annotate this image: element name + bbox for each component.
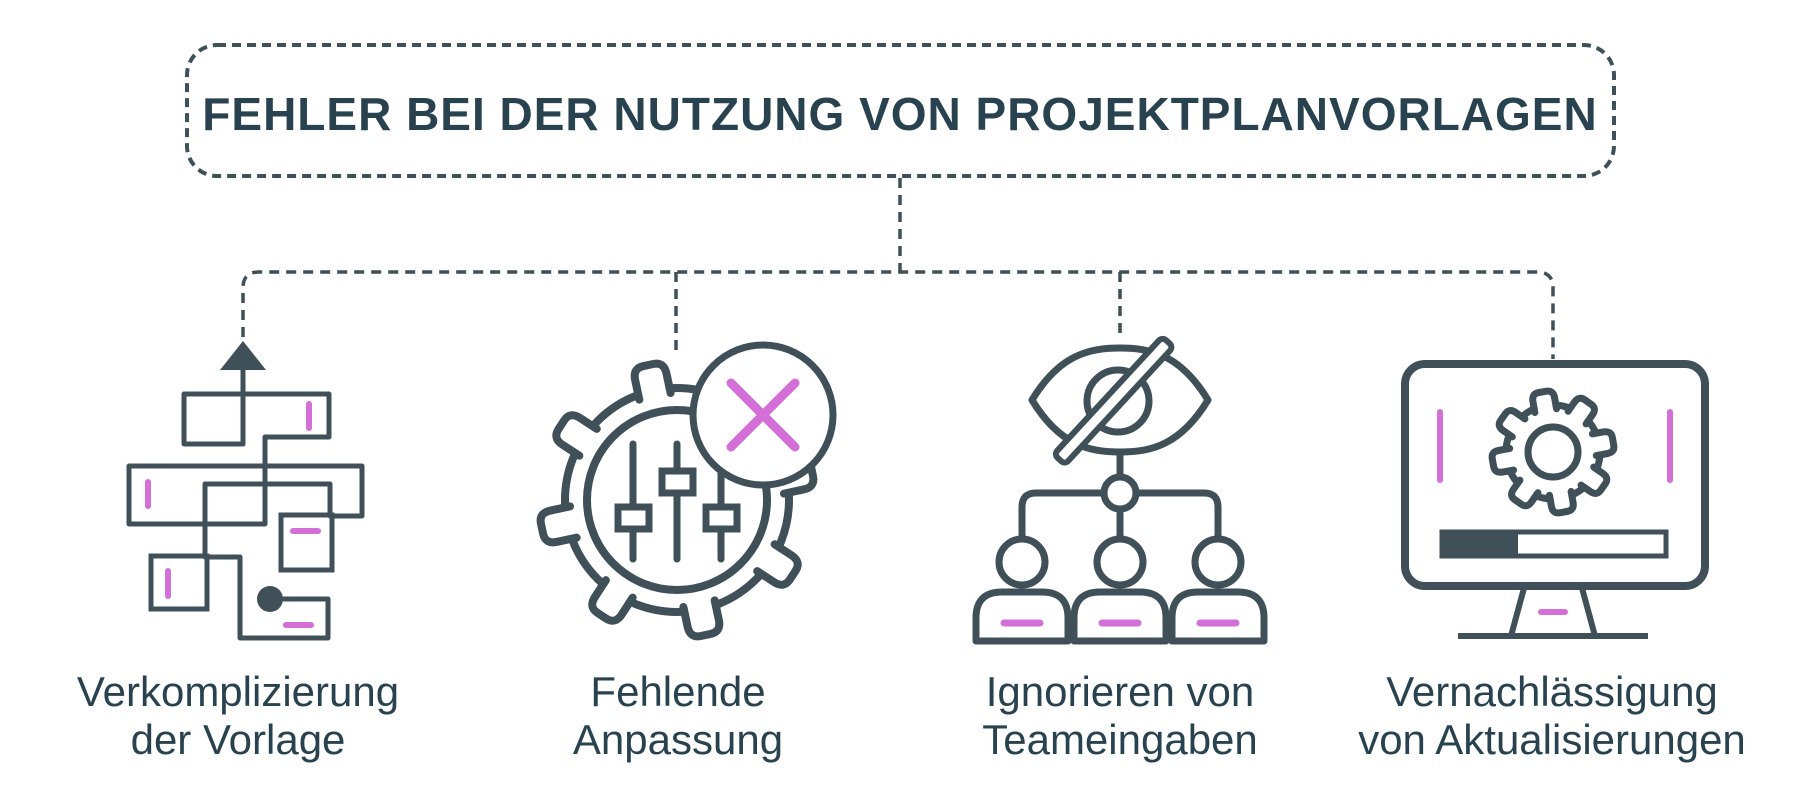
title-dashed-box: [185, 43, 1616, 178]
progress-fill: [1442, 532, 1518, 556]
sliders-icon: [614, 440, 741, 563]
x-mark-icon: [726, 378, 800, 452]
maze-accent-ticks: [145, 401, 321, 628]
gear-body: [561, 384, 793, 616]
monitor-update-gear-icon: [1401, 360, 1709, 639]
slider-knob: [614, 503, 653, 533]
person-head: [1191, 535, 1245, 589]
hidden-eye-team-icon: [972, 335, 1268, 645]
flowchart-maze-icon: [126, 341, 365, 641]
label-line: Vernachlässigung: [1386, 668, 1718, 715]
label-line: Fehlende: [590, 668, 766, 715]
label-line: Anpassung: [572, 716, 784, 763]
gear-teeth: [1488, 387, 1618, 517]
item-label-fehlende-anpassung: Fehlende Anpassung: [573, 668, 783, 764]
maze-path-a: [181, 391, 332, 527]
progress-bar: [1439, 529, 1669, 559]
person-body: [1168, 588, 1268, 645]
maze-box-1: [278, 512, 335, 573]
person-head: [1093, 535, 1147, 589]
team-org-icon: [972, 448, 1268, 645]
label-line: Ignorieren von: [985, 668, 1255, 715]
connector-tree: [241, 178, 1555, 359]
gear-sliders-crossed-icon: [536, 341, 837, 641]
maze-box-2: [148, 553, 210, 612]
progress-track: [1439, 529, 1669, 559]
eye-iris: [1083, 366, 1153, 436]
label-line: von Aktualisierungen: [1358, 716, 1746, 763]
maze-hook: [204, 554, 331, 641]
org-node-circle: [1100, 473, 1140, 513]
item-label-vernachlaessigung: Vernachlässigung von Aktualisierungen: [1358, 668, 1746, 764]
page-title: FEHLER BEI DER NUTZUNG VON PROJEKTPLANVO…: [202, 88, 1598, 140]
maze-path-b: [126, 463, 365, 527]
up-arrow-icon: [220, 341, 266, 370]
crossed-circle-icon: [689, 341, 837, 489]
person-head: [995, 535, 1049, 589]
eye-outline: [1028, 344, 1212, 456]
label-line: der Vorlage: [130, 716, 346, 763]
label-line: Teameingaben: [982, 716, 1258, 763]
maze-path-c: [202, 481, 333, 560]
gear-inner-ring: [583, 406, 771, 594]
eye-slash-icon: [1028, 335, 1212, 466]
item-label-ignorieren: Ignorieren von Teameingaben: [982, 668, 1258, 764]
item-label-verkomplizierung: Verkomplizierung der Vorlage: [77, 668, 399, 764]
slider-knob: [702, 503, 741, 533]
label-line: Verkomplizierung: [76, 668, 400, 715]
update-gear-icon: [1488, 387, 1618, 517]
monitor-frame: [1401, 360, 1709, 590]
person-body: [972, 588, 1072, 645]
connector-branch-rail: [241, 270, 1555, 359]
person-body: [1070, 588, 1170, 645]
monitor-stand: [1458, 587, 1648, 639]
slider-knob: [658, 467, 697, 497]
maze-end-dot: [257, 586, 283, 612]
eye-slash-bar: [1052, 335, 1175, 466]
gear-hub: [1524, 423, 1582, 481]
